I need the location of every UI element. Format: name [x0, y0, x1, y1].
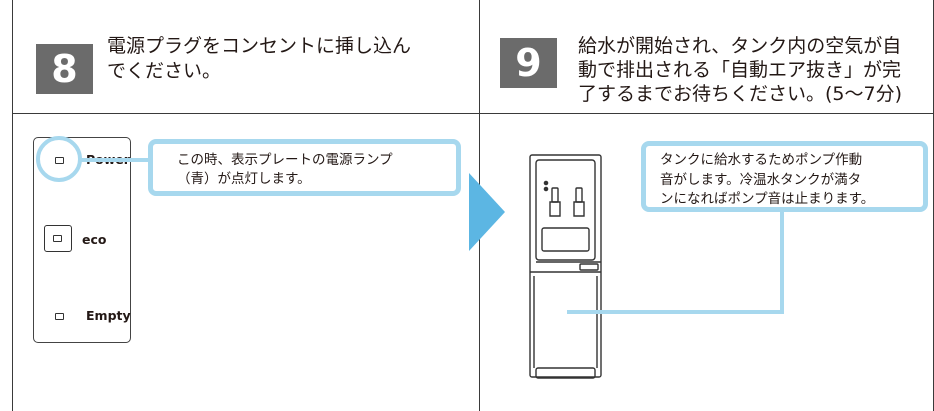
- step-8-title-line-2: でください。: [107, 60, 222, 82]
- step-9-callout: タンクに給水するためポンプ作動 音がします。冷温水タンクが満タ ンになればポンプ…: [641, 141, 928, 212]
- step-9-title-line-2: 動で排出される「自動エア抜き」が完: [578, 59, 902, 81]
- step-9-callout-line-1: タンクに給水するためポンプ作動: [660, 152, 863, 168]
- power-lamp-icon: [55, 157, 64, 164]
- eco-label: eco: [82, 232, 107, 247]
- eco-lamp-icon: [53, 235, 62, 242]
- water-server-icon: [529, 154, 602, 379]
- step-8-title-line-1: 電源プラグをコンセントに挿し込ん: [107, 35, 412, 57]
- step-9-title-line-1: 給水が開始され、タンク内の空気が自: [578, 35, 902, 57]
- control-panel-illustration: [33, 137, 131, 343]
- step-9-leader-line: [567, 212, 784, 314]
- step-9-divider: [480, 113, 934, 114]
- eco-button: [44, 225, 72, 252]
- empty-lamp-icon: [55, 313, 64, 320]
- step-9-callout-line-3: ンになればポンプ音は止まります。: [660, 191, 875, 207]
- empty-label: Empty: [86, 308, 131, 323]
- step-9-title: 給水が開始され、タンク内の空気が自 動で排出される「自動エア抜き」が完 了するま…: [578, 34, 928, 106]
- step-8-badge: 8: [36, 44, 93, 94]
- step-8-callout: この時、表示プレートの電源ランプ （青）が点灯します。: [148, 139, 461, 196]
- step-8-divider: [12, 113, 480, 114]
- chevron-right-arrow-icon: [469, 173, 505, 251]
- step-9-title-line-3: 了するまでお待ちください。(5～7分): [578, 83, 903, 105]
- step-9-badge: 9: [500, 38, 557, 88]
- step-8-callout-line-1: この時、表示プレートの電源ランプ: [177, 152, 393, 168]
- step-8-title: 電源プラグをコンセントに挿し込ん でください。: [107, 34, 467, 84]
- step-9-callout-line-2: 音がします。冷温水タンクが満タ: [660, 171, 862, 188]
- step-8-callout-line-2: （青）が点灯します。: [177, 171, 311, 187]
